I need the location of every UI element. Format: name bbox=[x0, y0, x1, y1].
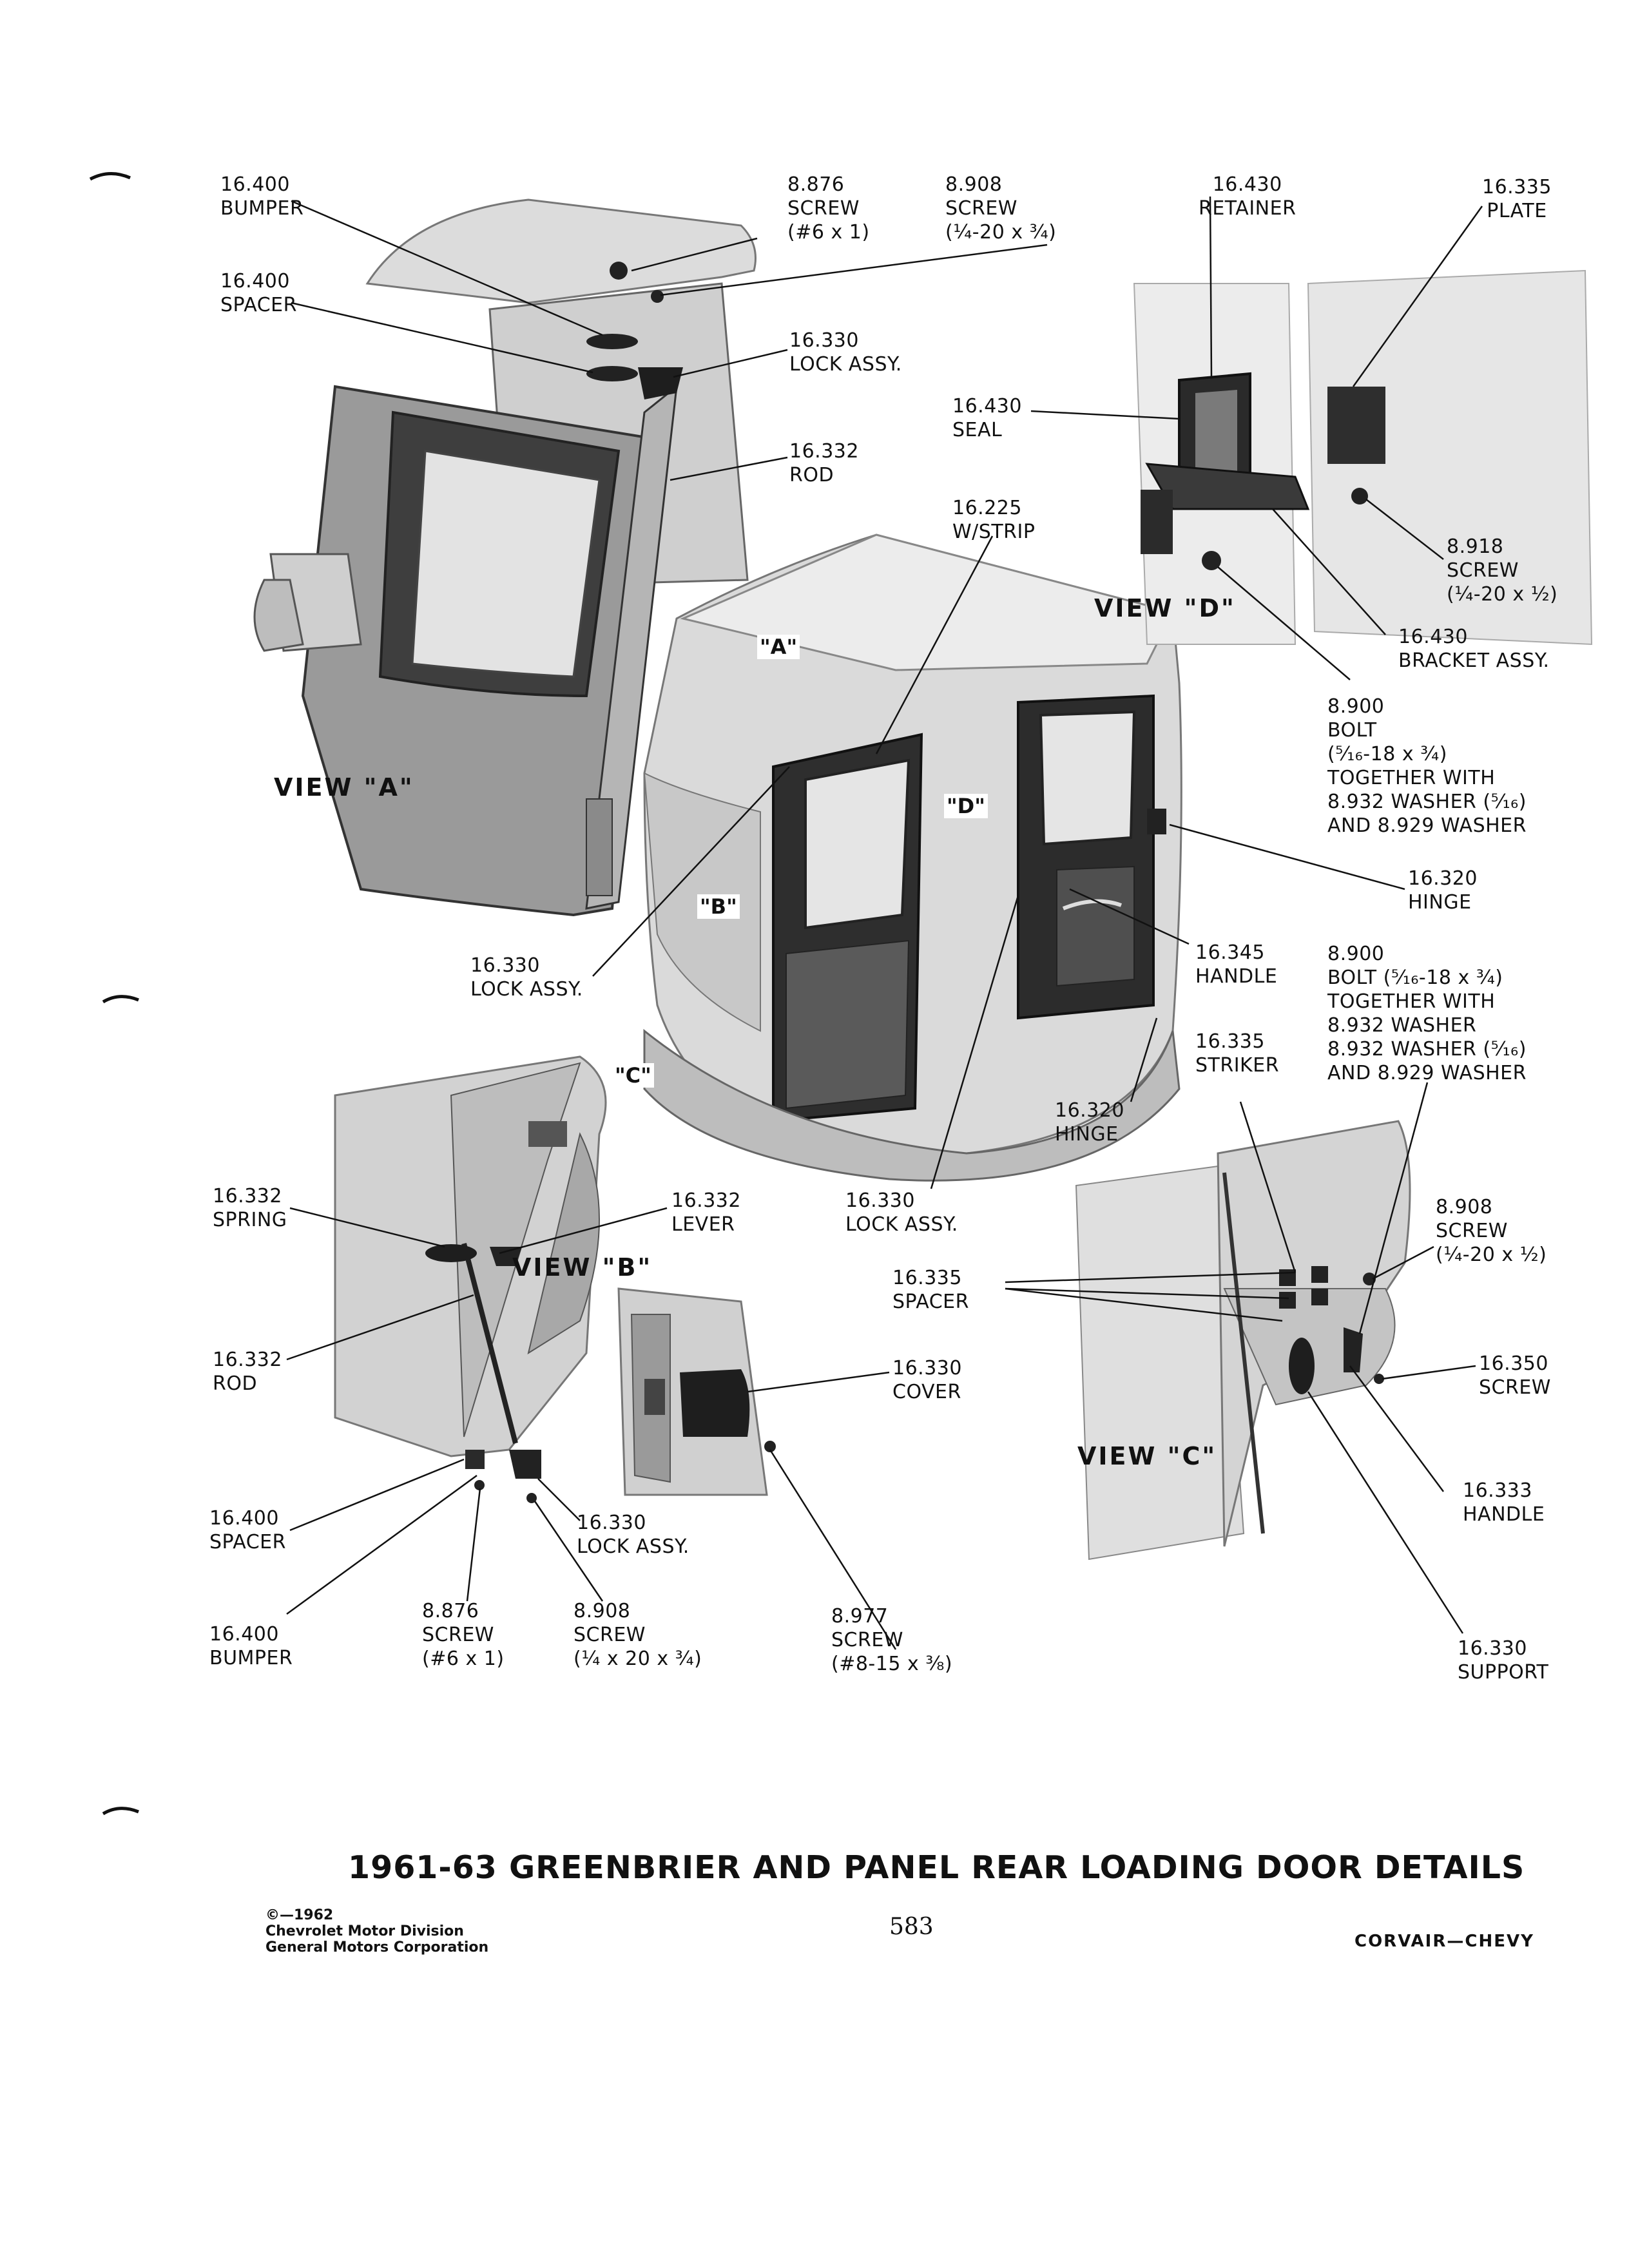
view-b-title: VIEW "B" bbox=[512, 1253, 653, 1282]
view-d-illustration bbox=[1133, 269, 1593, 646]
view-d-title: VIEW "D" bbox=[1094, 594, 1236, 622]
callout-b: "B" bbox=[697, 894, 740, 919]
page-title: 1961-63 GREENBRIER AND PANEL REAR LOADIN… bbox=[348, 1849, 1525, 1886]
view-c-illustration bbox=[1075, 1120, 1411, 1561]
view-b-illustration bbox=[334, 1055, 607, 1503]
view-c-title: VIEW "C" bbox=[1077, 1442, 1217, 1470]
book-title: CORVAIR—CHEVY bbox=[1354, 1932, 1534, 1951]
copyright-notice: ©—1962 Chevrolet Motor Division General … bbox=[265, 1907, 489, 1956]
binder-marks bbox=[89, 171, 139, 1816]
page-number: 583 bbox=[889, 1914, 934, 1940]
view-a-title: VIEW "A" bbox=[274, 773, 414, 802]
cover-inset-illustration bbox=[617, 1287, 776, 1496]
callout-c: "C" bbox=[612, 1063, 654, 1088]
van-body-illustration bbox=[643, 533, 1182, 1182]
callout-a: "A" bbox=[757, 635, 800, 659]
view-a-illustration bbox=[253, 198, 757, 917]
callout-d: "D" bbox=[944, 794, 988, 818]
leader-lines bbox=[286, 196, 1483, 1650]
